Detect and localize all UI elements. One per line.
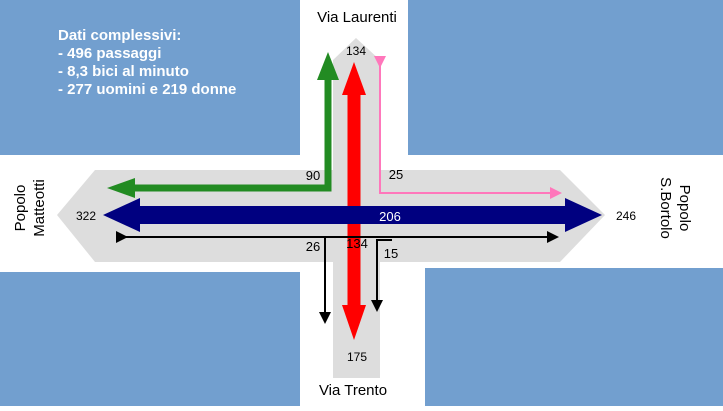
arrowhead-green-north: [317, 52, 339, 80]
arrow-west-to-north: [120, 70, 332, 192]
count-to-south-west: 26: [306, 239, 320, 254]
street-east: Popolo: [676, 185, 693, 232]
arrowhead-red-north: [342, 62, 366, 95]
count-east-to-north: 25: [389, 167, 403, 182]
block-bottom-left: [0, 272, 300, 406]
street-east: S.Bortolo: [657, 177, 674, 239]
street-west: Popolo: [12, 185, 29, 232]
street-north: Via Laurenti: [317, 9, 397, 26]
summary-title: Dati complessivi:: [58, 27, 181, 44]
summary-line: - 8,3 bici al minuto: [58, 63, 189, 80]
arrowhead-navy-west: [103, 198, 140, 232]
street-west: Matteotti: [31, 179, 48, 237]
block-top-right: [408, 0, 723, 155]
count-west-to-north: 90: [306, 168, 320, 183]
summary-line: - 496 passaggi: [58, 45, 161, 62]
arrow-to-south-east: [371, 239, 392, 312]
arrowhead-navy-east: [565, 198, 602, 232]
arrowhead-green-west: [107, 178, 135, 198]
summary-line: - 277 uomini e 219 donne: [58, 81, 236, 98]
block-bottom-right: [425, 268, 723, 406]
count-north-south: 134: [346, 236, 368, 251]
arrow-east-to-north: [374, 56, 562, 199]
arrow-to-south-west: [310, 236, 331, 324]
count-west-total: 322: [76, 209, 96, 223]
block-top-left: [0, 0, 300, 155]
count-south-total: 175: [347, 350, 367, 364]
count-east-total: 246: [616, 209, 636, 223]
street-south: Via Trento: [319, 382, 387, 399]
count-north-total: 134: [346, 44, 366, 58]
count-west-east: 206: [379, 209, 401, 224]
arrowhead-red-south: [342, 305, 366, 340]
count-to-south-east: 15: [384, 246, 398, 261]
